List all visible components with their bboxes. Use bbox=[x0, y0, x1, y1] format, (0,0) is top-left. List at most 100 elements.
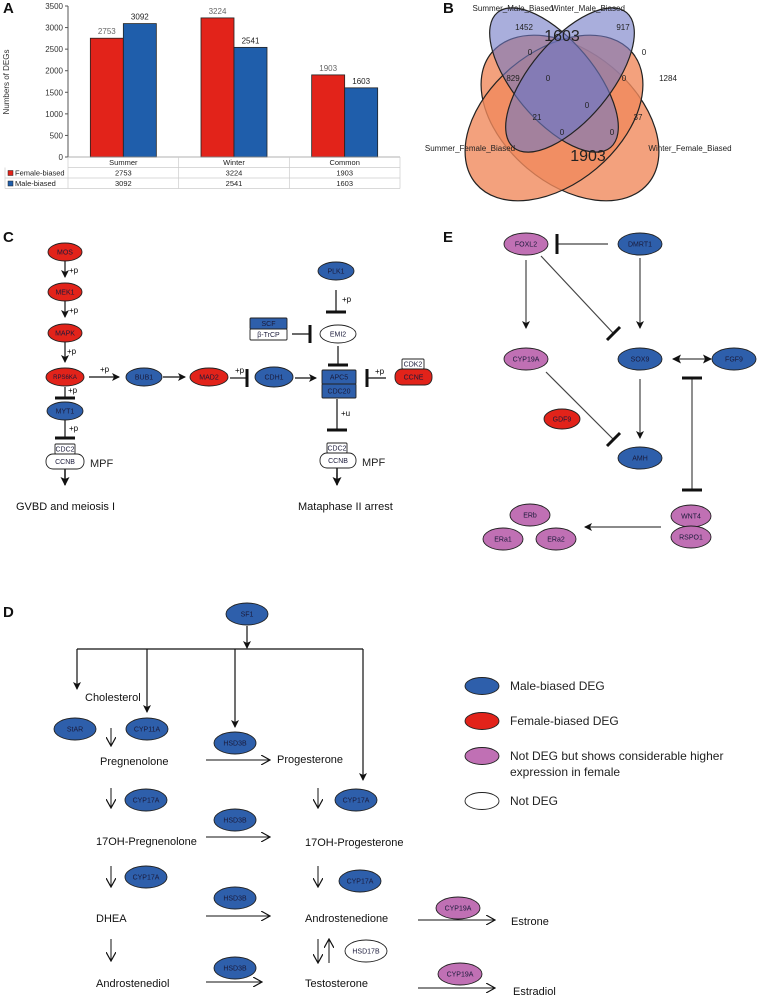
metabolite-estradiol: Estradiol bbox=[513, 986, 556, 998]
venn-region-value: 0 bbox=[546, 74, 551, 83]
svg-text:SOX9: SOX9 bbox=[631, 356, 650, 363]
svg-text:CCNB: CCNB bbox=[328, 458, 348, 465]
label-p: +p bbox=[342, 295, 352, 304]
y-axis-label: Numbers of DEGs bbox=[2, 50, 11, 115]
node-sf1: SF1 bbox=[225, 602, 269, 626]
label-u: +u bbox=[341, 409, 350, 418]
node-ccne: CCNE bbox=[394, 368, 433, 386]
bar-male-biased-winter bbox=[233, 46, 268, 158]
y-tick-label: 1000 bbox=[45, 110, 63, 119]
svg-text:AMH: AMH bbox=[632, 455, 648, 462]
venn-region-value: 1603 bbox=[544, 28, 580, 45]
svg-text:CYP17A: CYP17A bbox=[133, 874, 160, 881]
label-p: +p bbox=[235, 366, 245, 375]
legend-swatch bbox=[464, 712, 500, 730]
svg-text:MAPK: MAPK bbox=[55, 330, 75, 337]
legend-swatch bbox=[464, 747, 500, 765]
venn-region-value: 0 bbox=[585, 101, 590, 110]
svg-text:GDF9: GDF9 bbox=[553, 416, 572, 423]
y-tick-label: 2000 bbox=[45, 67, 63, 76]
table-cell: 1603 bbox=[336, 179, 353, 188]
svg-text:BUB1: BUB1 bbox=[135, 374, 153, 381]
x-tick-label: Summer bbox=[109, 158, 138, 167]
legend-label: Male-biased DEG bbox=[510, 679, 605, 693]
node-hsd3b-4: HSD3B bbox=[213, 956, 257, 980]
node-plk1: PLK1 bbox=[317, 261, 355, 281]
label-i: i bbox=[336, 472, 338, 481]
node-ccnb-left: CCNB bbox=[45, 453, 85, 470]
venn-label-summer-female: Summer_Female_Biased bbox=[425, 144, 515, 153]
node-mapk: MAPK bbox=[47, 323, 83, 343]
node-mad2: MAD2 bbox=[189, 367, 229, 387]
venn-label-winter-female: Winter_Female_Biased bbox=[648, 144, 731, 153]
node-rps6ka: RPS6KA bbox=[45, 367, 85, 387]
data-label: 3224 bbox=[209, 7, 227, 16]
bar-female-biased-winter bbox=[200, 17, 235, 158]
node-hsd3b: HSD3B bbox=[213, 731, 257, 755]
panel-c-pathway: +p +p +p +p +p +p +p +p +p bbox=[16, 242, 433, 513]
legend-item: Male-biased DEG bbox=[464, 677, 605, 695]
node-hsd17b: HSD17B bbox=[344, 939, 388, 963]
y-tick-label: 0 bbox=[59, 153, 64, 162]
x-tick-label: Common bbox=[329, 158, 359, 167]
node-apc5: APC5 bbox=[321, 369, 357, 385]
svg-text:FGF9: FGF9 bbox=[725, 356, 743, 363]
node-cdc2-left: CDC2 bbox=[54, 443, 76, 455]
svg-text:CYP11A: CYP11A bbox=[134, 726, 161, 733]
svg-text:RPS6KA: RPS6KA bbox=[53, 375, 77, 381]
venn-region-value: 21 bbox=[533, 113, 542, 122]
node-cdh1: CDH1 bbox=[254, 366, 294, 388]
node-amh: AMH bbox=[617, 446, 663, 470]
svg-text:HSD3B: HSD3B bbox=[223, 817, 247, 824]
legend-label: Male-biased bbox=[15, 179, 56, 188]
venn-region-value: 0 bbox=[610, 128, 615, 137]
label-p: +p bbox=[100, 365, 110, 374]
node-hsd3b-3: HSD3B bbox=[213, 886, 257, 910]
svg-text:SCF: SCF bbox=[262, 321, 276, 328]
node-cyp17a-1: CYP17A bbox=[124, 788, 168, 812]
metabolite-oh-preg: 17OH-Pregnenolone bbox=[96, 836, 197, 848]
table-cell: 3092 bbox=[115, 179, 132, 188]
svg-text:APC5: APC5 bbox=[330, 375, 348, 382]
node-sox9: SOX9 bbox=[617, 347, 663, 371]
gvbd-label: GVBD and meiosis I bbox=[16, 501, 115, 513]
panel-letter-d: D bbox=[3, 604, 14, 621]
venn-set-winter-male bbox=[505, 7, 635, 153]
data-label: 2541 bbox=[242, 36, 260, 45]
y-tick-label: 3500 bbox=[45, 2, 63, 11]
node-dmrt1: DMRT1 bbox=[617, 232, 663, 256]
svg-text:SF1: SF1 bbox=[241, 611, 254, 618]
svg-text:ERa1: ERa1 bbox=[494, 536, 512, 543]
venn-region-value: 1903 bbox=[570, 148, 606, 165]
node-mos: MOS bbox=[47, 242, 83, 262]
label-p: +p bbox=[69, 266, 79, 275]
mpf-label-right: MPF bbox=[362, 457, 386, 469]
svg-text:CDK2: CDK2 bbox=[404, 362, 423, 369]
svg-text:PLK1: PLK1 bbox=[327, 268, 344, 275]
node-ccnb-right: CCNB bbox=[319, 452, 357, 469]
svg-text:β-TrCP: β-TrCP bbox=[257, 332, 280, 339]
venn-region-value: 0 bbox=[622, 74, 627, 83]
node-fgf9: FGF9 bbox=[711, 347, 757, 371]
metabolite-cholesterol: Cholesterol bbox=[85, 692, 141, 704]
svg-text:HSD3B: HSD3B bbox=[223, 965, 247, 972]
node-cdc2-right: CDC2 bbox=[326, 442, 348, 454]
venn-region-value: 1284 bbox=[659, 74, 677, 83]
metabolite-dhea: DHEA bbox=[96, 913, 127, 925]
bar-male-biased-common bbox=[344, 87, 379, 158]
node-cdc20: CDC20 bbox=[321, 383, 357, 399]
legend-item: Not DEG bbox=[464, 792, 558, 810]
svg-text:ERa2: ERa2 bbox=[547, 536, 565, 543]
svg-text:CYP17A: CYP17A bbox=[133, 797, 160, 804]
venn-region-value: 0 bbox=[528, 48, 533, 57]
svg-text:CDH1: CDH1 bbox=[264, 374, 283, 381]
venn-region-value: 1452 bbox=[515, 23, 533, 32]
venn-label-winter-male: Winter_Male_Biased bbox=[551, 4, 625, 13]
metabolite-testosterone: Testosterone bbox=[305, 978, 368, 990]
node-cdk2: CDK2 bbox=[401, 358, 425, 370]
svg-text:WNT4: WNT4 bbox=[681, 513, 701, 520]
table-cell: 2541 bbox=[226, 179, 243, 188]
